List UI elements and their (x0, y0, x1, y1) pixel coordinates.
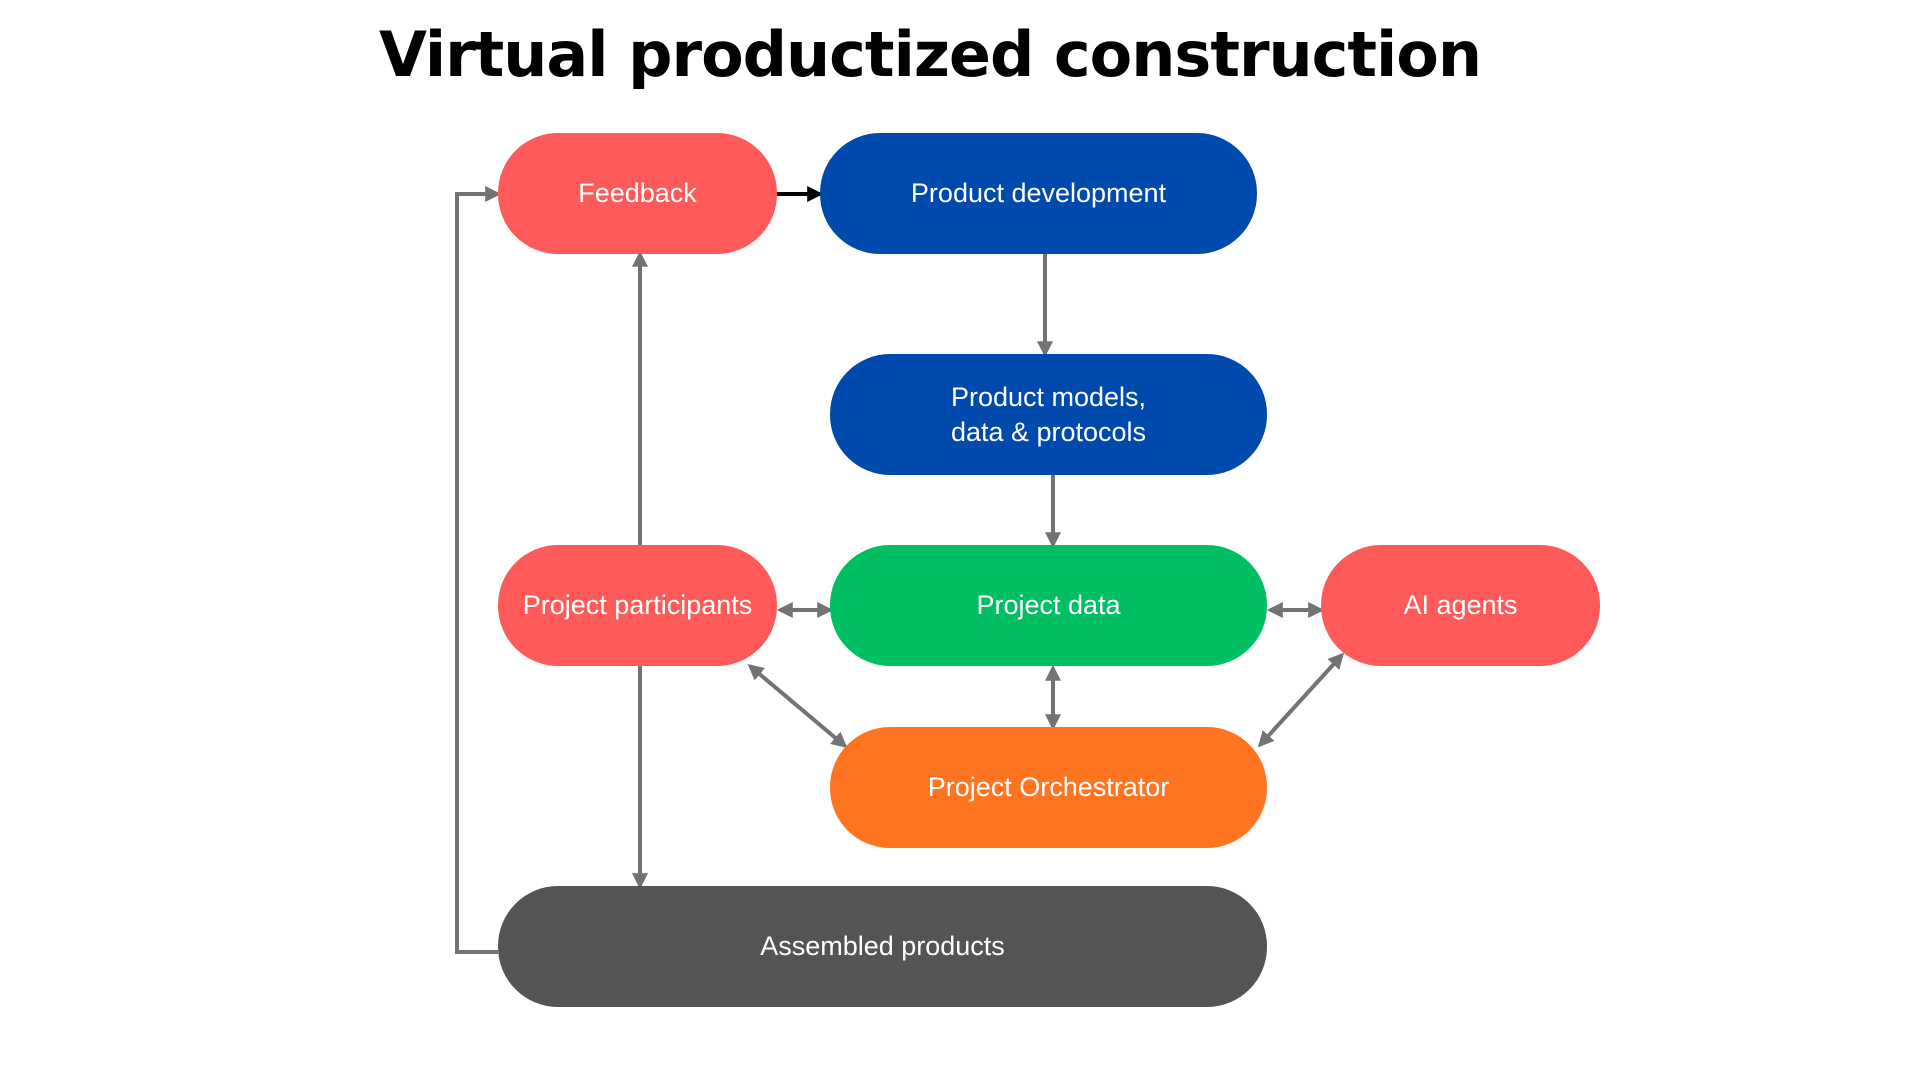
project-data-node: Project data (830, 545, 1267, 666)
project-orchestrator-node: Project Orchestrator (830, 727, 1267, 848)
product-models-node: Product models, data & protocols (830, 354, 1267, 475)
assembled-products-node: Assembled products (498, 886, 1267, 1007)
ai-agents-label: AI agents (1403, 590, 1518, 620)
edge-ai-agents-orchestrator (1257, 652, 1345, 748)
edge-assembled-to-feedback (455, 186, 502, 954)
ai-agents-node: AI agents (1321, 545, 1600, 666)
diagram-title: Virtual productized construction (378, 18, 1482, 91)
feedback-label: Feedback (578, 178, 697, 208)
product-development-node: Product development (820, 133, 1257, 254)
project-orchestrator-label: Project Orchestrator (927, 772, 1170, 802)
product-models-label: Product models, data & protocols (950, 381, 1147, 447)
project-participants-label: Project participants (522, 590, 753, 620)
project-data-label: Project data (976, 590, 1121, 620)
project-participants-node: Project participants (498, 545, 777, 666)
feedback-node: Feedback (498, 133, 777, 254)
product-development-label: Product development (910, 178, 1167, 208)
edge-participants-orchestrator (747, 663, 848, 749)
assembled-products-label: Assembled products (760, 931, 1005, 961)
